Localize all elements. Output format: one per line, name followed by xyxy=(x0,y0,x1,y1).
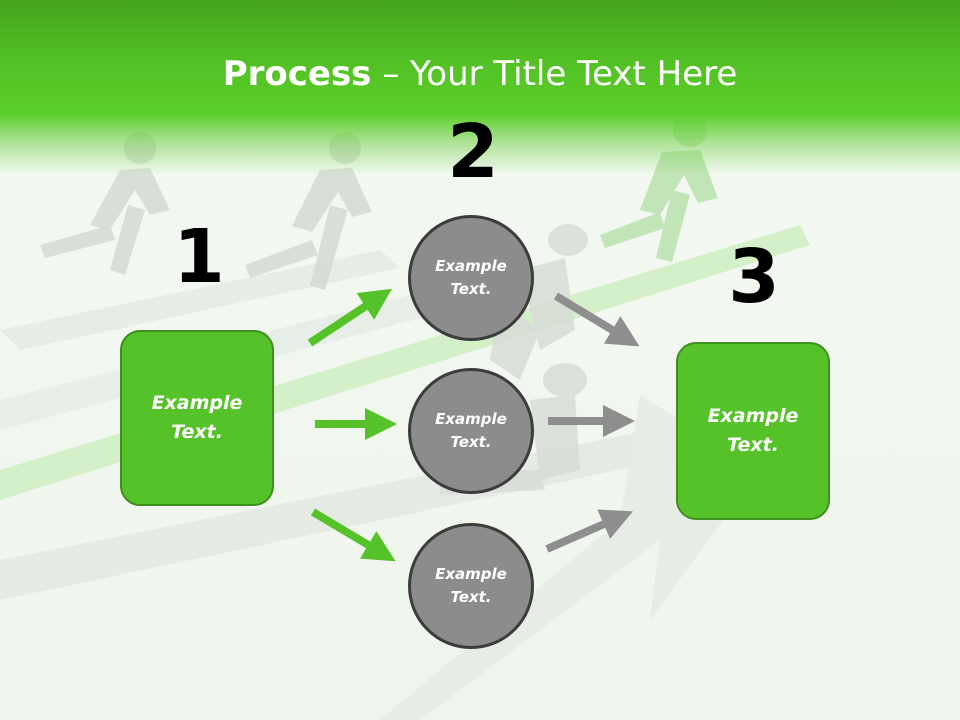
step-number-2: 2 xyxy=(447,109,499,195)
arrow-box1-to-circle-bottom xyxy=(310,508,396,562)
step-2-circle-top: Example Text. xyxy=(408,215,534,341)
arrow-circle-bottom-to-box3 xyxy=(545,509,633,553)
circle-bottom-text: Example Text. xyxy=(435,565,507,606)
step-1-box-text: Example Text. xyxy=(151,392,243,443)
background-arrow-band xyxy=(0,420,700,600)
title-bold-text: Process xyxy=(222,54,372,94)
slide-title: Process – Your Title Text Here xyxy=(0,52,960,96)
background-arrowhead xyxy=(380,395,760,720)
arrow-box1-to-circle-top xyxy=(307,288,393,347)
step-3-box: Example Text. xyxy=(676,342,830,520)
title-bar xyxy=(0,0,960,175)
title-rest-text: – Your Title Text Here xyxy=(371,54,738,94)
step-3-box-text: Example Text. xyxy=(707,405,799,456)
step-2-circle-middle: Example Text. xyxy=(408,368,534,494)
step-1-box: Example Text. xyxy=(120,330,274,506)
step-2-circle-bottom: Example Text. xyxy=(408,523,534,649)
circle-top-text: Example Text. xyxy=(435,257,507,298)
arrow-circle-top-to-box3 xyxy=(553,292,640,347)
step-number-3: 3 xyxy=(728,234,780,320)
background-arrow-band xyxy=(0,250,400,350)
circle-middle-text: Example Text. xyxy=(435,410,507,451)
step-number-1: 1 xyxy=(173,214,225,300)
